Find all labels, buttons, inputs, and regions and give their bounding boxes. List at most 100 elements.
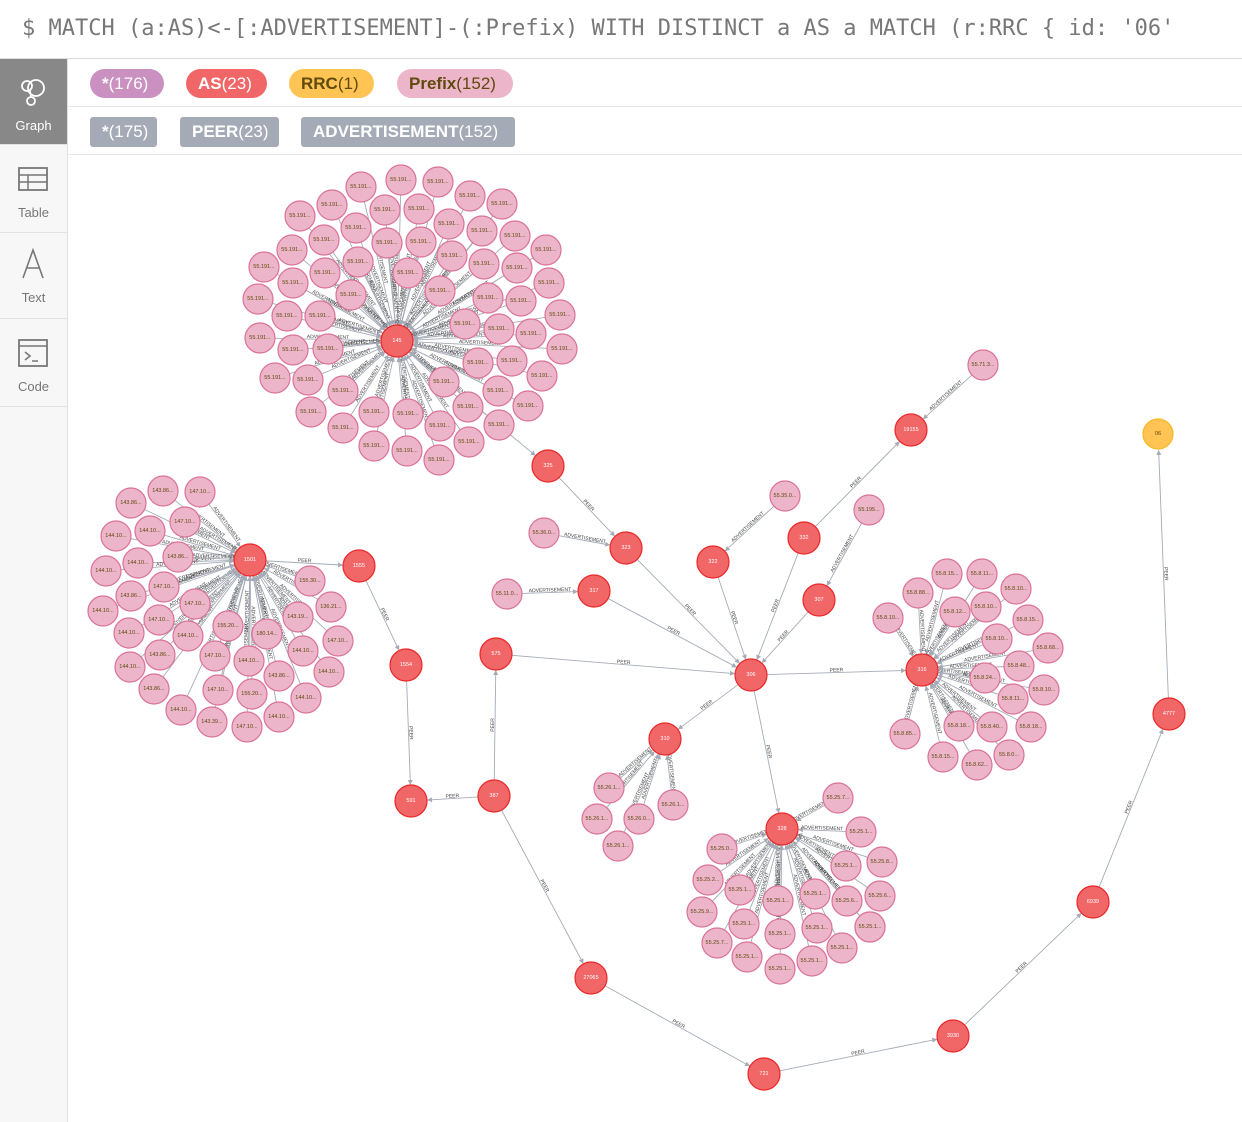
prefix-node[interactable]: 55.8.11... xyxy=(966,558,998,590)
prefix-node[interactable]: 144.10... xyxy=(165,694,197,726)
prefix-node[interactable]: 55.8.85... xyxy=(889,718,921,750)
text-view-tab[interactable]: Text xyxy=(0,233,67,319)
prefix-node[interactable]: 144.10... xyxy=(114,651,146,683)
prefix-node[interactable]: 55.191... xyxy=(505,285,537,317)
prefix-node[interactable]: 55.191... xyxy=(452,391,484,423)
prefix-node[interactable]: 55.191... xyxy=(304,300,336,332)
prefix-node[interactable]: 55.8.18... xyxy=(943,710,975,742)
prefix-node[interactable]: 55.36.0... xyxy=(528,517,560,549)
prefix-node[interactable]: 55.191... xyxy=(371,227,403,259)
advertisement-edge[interactable]: ADVERTISEMENT xyxy=(724,505,775,552)
prefix-node[interactable]: 55.191... xyxy=(449,308,481,340)
graph-view-tab[interactable]: Graph xyxy=(0,59,67,145)
prefix-node[interactable]: 55.191... xyxy=(428,366,460,398)
prefix-node[interactable]: 55.195... xyxy=(853,494,885,526)
peer-edge[interactable]: PEER xyxy=(406,680,414,786)
peer-edge[interactable]: PEER xyxy=(766,667,907,675)
prefix-node[interactable]: 55.191... xyxy=(392,257,424,289)
prefix-node[interactable]: 55.25.8... xyxy=(866,846,898,878)
peer-edge[interactable]: PEER xyxy=(365,580,400,651)
legend-node-label-2[interactable]: RRC(1) xyxy=(289,69,374,98)
table-view-tab[interactable]: Table xyxy=(0,145,67,233)
peer-edge[interactable]: PEER xyxy=(677,684,739,730)
prefix-node[interactable]: 55.25.2... xyxy=(692,864,724,896)
prefix-node[interactable]: 55.8.10... xyxy=(872,602,904,634)
prefix-node[interactable]: 143.86... xyxy=(144,639,176,671)
prefix-node[interactable]: 55.191... xyxy=(424,275,456,307)
prefix-node[interactable]: 55.191... xyxy=(472,282,504,314)
prefix-node[interactable]: 143.86... xyxy=(162,541,194,573)
prefix-node[interactable]: 55.25.7... xyxy=(701,927,733,959)
prefix-node[interactable]: 147.10... xyxy=(322,625,354,657)
prefix-node[interactable]: 55.191... xyxy=(499,220,531,252)
prefix-node[interactable]: 55.8.15... xyxy=(927,741,959,773)
prefix-node[interactable]: 147.10... xyxy=(148,571,180,603)
prefix-node[interactable]: 55.191... xyxy=(515,318,547,350)
prefix-node[interactable]: 147.10... xyxy=(231,711,263,743)
prefix-node[interactable]: 155.20... xyxy=(212,610,244,642)
prefix-node[interactable]: 55.191... xyxy=(526,360,558,392)
prefix-node[interactable]: 144.10... xyxy=(122,547,154,579)
prefix-node[interactable]: 180.14... xyxy=(251,618,283,650)
prefix-node[interactable]: 55.25.1... xyxy=(826,932,858,964)
prefix-node[interactable]: 55.191... xyxy=(530,234,562,266)
prefix-node[interactable]: 144.10... xyxy=(313,656,345,688)
prefix-node[interactable]: 55.8.10... xyxy=(1000,573,1032,605)
prefix-node[interactable]: 55.8.24... xyxy=(969,662,1001,694)
as-node[interactable]: 27065 xyxy=(574,961,608,995)
prefix-node[interactable]: 55.191... xyxy=(295,396,327,428)
prefix-node[interactable]: 55.191... xyxy=(340,212,372,244)
prefix-node[interactable]: 55.191... xyxy=(345,171,377,203)
prefix-node[interactable]: 55.191... xyxy=(327,412,359,444)
peer-edge[interactable]: PEER xyxy=(501,809,584,965)
peer-edge[interactable]: PEER xyxy=(1098,728,1164,888)
prefix-node[interactable]: 144.10... xyxy=(172,620,204,652)
prefix-node[interactable]: 55.191... xyxy=(248,251,280,283)
prefix-node[interactable]: 143.86... xyxy=(115,487,147,519)
prefix-node[interactable]: 143.86... xyxy=(147,475,179,507)
advertisement-edge[interactable]: ADVERTISEMENT xyxy=(521,587,579,594)
peer-edge[interactable]: PEER xyxy=(756,552,799,661)
as-node[interactable]: 6939 xyxy=(1076,885,1110,919)
prefix-node[interactable]: 55.8.12... xyxy=(939,596,971,628)
prefix-node[interactable]: 55.191... xyxy=(483,409,515,441)
prefix-node[interactable]: 55.25.1... xyxy=(801,912,833,944)
legend-rel-type-0[interactable]: *(175) xyxy=(90,117,157,147)
advertisement-edge[interactable]: ADVERTISEMENT xyxy=(558,532,611,547)
prefix-node[interactable]: 147.10... xyxy=(179,588,211,620)
prefix-node[interactable]: 55.26.1... xyxy=(581,803,613,835)
peer-edge[interactable]: PEER xyxy=(490,669,499,781)
prefix-node[interactable]: 55.191... xyxy=(496,345,528,377)
prefix-node[interactable]: 55.25.1... xyxy=(764,918,796,950)
prefix-node[interactable]: 55.8.10... xyxy=(981,623,1013,655)
prefix-node[interactable]: 55.11.0... xyxy=(491,578,523,610)
advertisement-edge[interactable]: ADVERTISEMENT xyxy=(826,522,863,587)
as-node[interactable]: 316 xyxy=(905,653,939,687)
advertisement-edge[interactable]: ADVERTISEMENT xyxy=(918,607,926,655)
prefix-node[interactable]: 55.8.11... xyxy=(997,683,1029,715)
as-node[interactable]: 1554 xyxy=(389,648,423,682)
prefix-node[interactable]: 55.191... xyxy=(385,164,417,196)
peer-edge[interactable]: PEER xyxy=(511,654,736,676)
advertisement-edge[interactable]: ADVERTISEMENT xyxy=(922,374,973,420)
prefix-node[interactable]: 55.191... xyxy=(312,333,344,365)
prefix-node[interactable]: 55.191... xyxy=(316,189,348,221)
as-node[interactable]: 328 xyxy=(765,812,799,846)
peer-edge[interactable]: PEER xyxy=(779,1037,938,1072)
prefix-node[interactable]: 55.191... xyxy=(308,224,340,256)
prefix-node[interactable]: 55.25.1... xyxy=(762,885,794,917)
as-node[interactable]: 307 xyxy=(802,583,836,617)
prefix-node[interactable]: 55.191... xyxy=(403,193,435,225)
prefix-node[interactable]: 143.86... xyxy=(263,660,295,692)
query-editor[interactable]: $ MATCH (a:AS)<-[:ADVERTISEMENT]-(:Prefi… xyxy=(0,0,1242,59)
peer-edge[interactable]: PEER xyxy=(753,690,781,814)
prefix-node[interactable]: 55.8.0... xyxy=(993,739,1025,771)
peer-edge[interactable]: PEER xyxy=(265,558,344,568)
as-node[interactable]: 325 xyxy=(531,449,565,483)
prefix-node[interactable]: 55.26.1... xyxy=(602,830,634,862)
peer-edge[interactable]: PEER xyxy=(607,598,738,668)
legend-node-label-1[interactable]: AS(23) xyxy=(186,69,267,98)
prefix-node[interactable]: 144.10... xyxy=(263,701,295,733)
as-node[interactable]: 332 xyxy=(787,521,821,555)
as-node[interactable]: 19155 xyxy=(894,413,928,447)
